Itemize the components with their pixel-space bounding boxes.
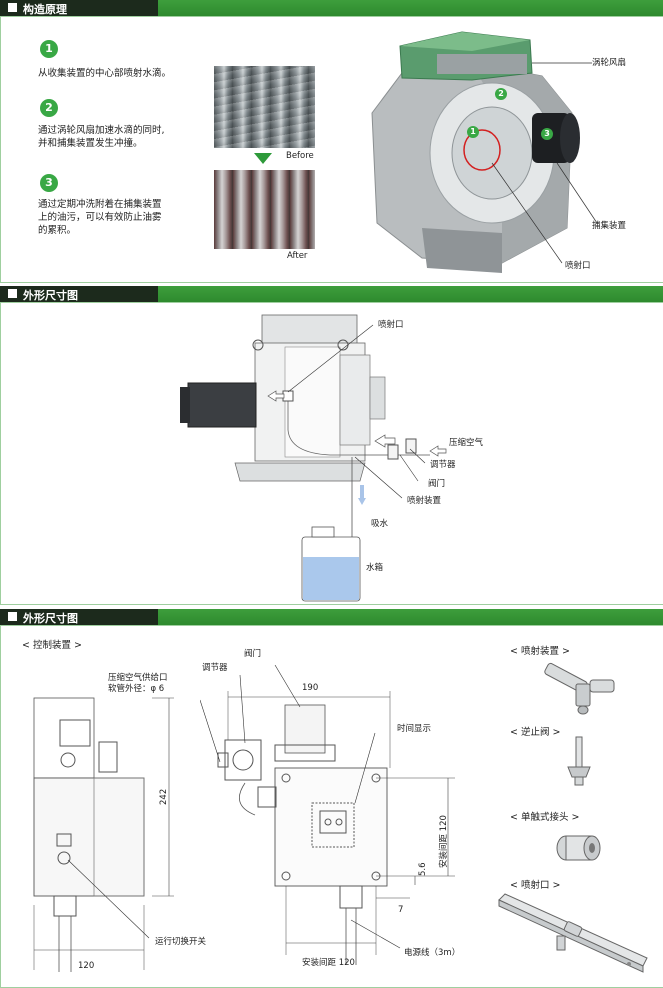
dim-7: 7 xyxy=(398,905,404,915)
check-valve-illustration xyxy=(567,736,591,786)
section-frame xyxy=(0,16,663,283)
label-tank: 水箱 xyxy=(366,563,384,573)
system-layout-diagram xyxy=(180,314,447,602)
label-nozzle: 喷射口 xyxy=(378,320,404,330)
dim-width-190: 190 xyxy=(302,683,319,693)
label-valve: 阀门 xyxy=(244,649,262,659)
step-text: 从收集装置的中心部喷射水滴。 xyxy=(38,68,172,79)
part-title-nozzle: < 喷射口 > xyxy=(510,880,561,891)
label-power-cable: 电源线（3m） xyxy=(404,948,461,958)
control-unit-title: < 控制装置 > xyxy=(22,640,82,651)
label-nozzle: 喷射口 xyxy=(565,261,591,271)
step-badge: 1 xyxy=(40,40,58,58)
step-badge: 2 xyxy=(40,99,58,117)
label-valve: 阀门 xyxy=(428,479,446,489)
control-unit-side-view xyxy=(33,697,174,972)
label-run-switch: 运行切换开关 xyxy=(155,937,207,947)
label-regulator: 调节器 xyxy=(202,663,228,673)
control-unit-front-view xyxy=(200,665,455,965)
label-spray-device: 喷射装置 xyxy=(407,496,442,506)
part-title-one-touch-fitting: < 单触式接头 > xyxy=(510,812,580,823)
callout-badge: 2 xyxy=(495,88,507,100)
photo-after xyxy=(214,170,315,249)
spray-device-illustration xyxy=(544,662,615,715)
section-frame xyxy=(0,302,663,605)
label-regulator: 调节器 xyxy=(430,460,456,470)
label-turbine-fan: 涡轮风扇 xyxy=(592,58,627,68)
step-text: 通过涡轮风扇加速水滴的同时, 并和捕集装置发生冲撞。 xyxy=(38,125,165,149)
photo-before-caption: Before xyxy=(286,151,314,161)
nozzle-bracket-illustration xyxy=(498,893,648,973)
label-mount-pitch-vertical: 安装间距 120 xyxy=(439,815,449,868)
section-title: 外形尺寸图 xyxy=(23,612,78,625)
label-air-supply: 压缩空气供给口 xyxy=(108,673,168,683)
label-suction: 吸水 xyxy=(371,519,389,529)
dim-height-242: 242 xyxy=(159,788,169,805)
photo-after-caption: After xyxy=(287,251,308,261)
label-hose-diameter: 软管外径：φ 6 xyxy=(108,684,165,694)
step-badge: 3 xyxy=(40,174,58,192)
label-mount-pitch-horizontal: 安装间距 120 xyxy=(302,958,355,968)
section-header-outline-dims: 外形尺寸图 xyxy=(0,609,663,625)
step-text: 通过定期冲洗附着在捕集装置 上的油污，可以有效防止油雾 的累积。 xyxy=(38,199,162,236)
callout-badge: 1 xyxy=(467,126,479,138)
section-header-structure: 构造原理 xyxy=(0,0,663,16)
part-title-check-valve: < 逆止阀 > xyxy=(510,727,561,738)
label-compressed-air: 压缩空气 xyxy=(449,438,484,448)
part-title-spray-device: < 喷射装置 > xyxy=(510,646,570,657)
section-title: 构造原理 xyxy=(23,3,67,16)
arrow-down-icon xyxy=(254,153,272,164)
callout-badge: 3 xyxy=(541,128,553,140)
photo-before xyxy=(214,66,315,148)
dim-5-6: 5.6 xyxy=(418,862,428,876)
label-collector: 捕集装置 xyxy=(592,221,627,231)
section-title: 外形尺寸图 xyxy=(23,289,78,302)
section-header-outline: 外形尺寸图 xyxy=(0,286,663,302)
dim-width-120: 120 xyxy=(78,961,95,971)
label-time-display: 时间显示 xyxy=(397,724,432,734)
one-touch-fitting-illustration xyxy=(556,835,601,861)
